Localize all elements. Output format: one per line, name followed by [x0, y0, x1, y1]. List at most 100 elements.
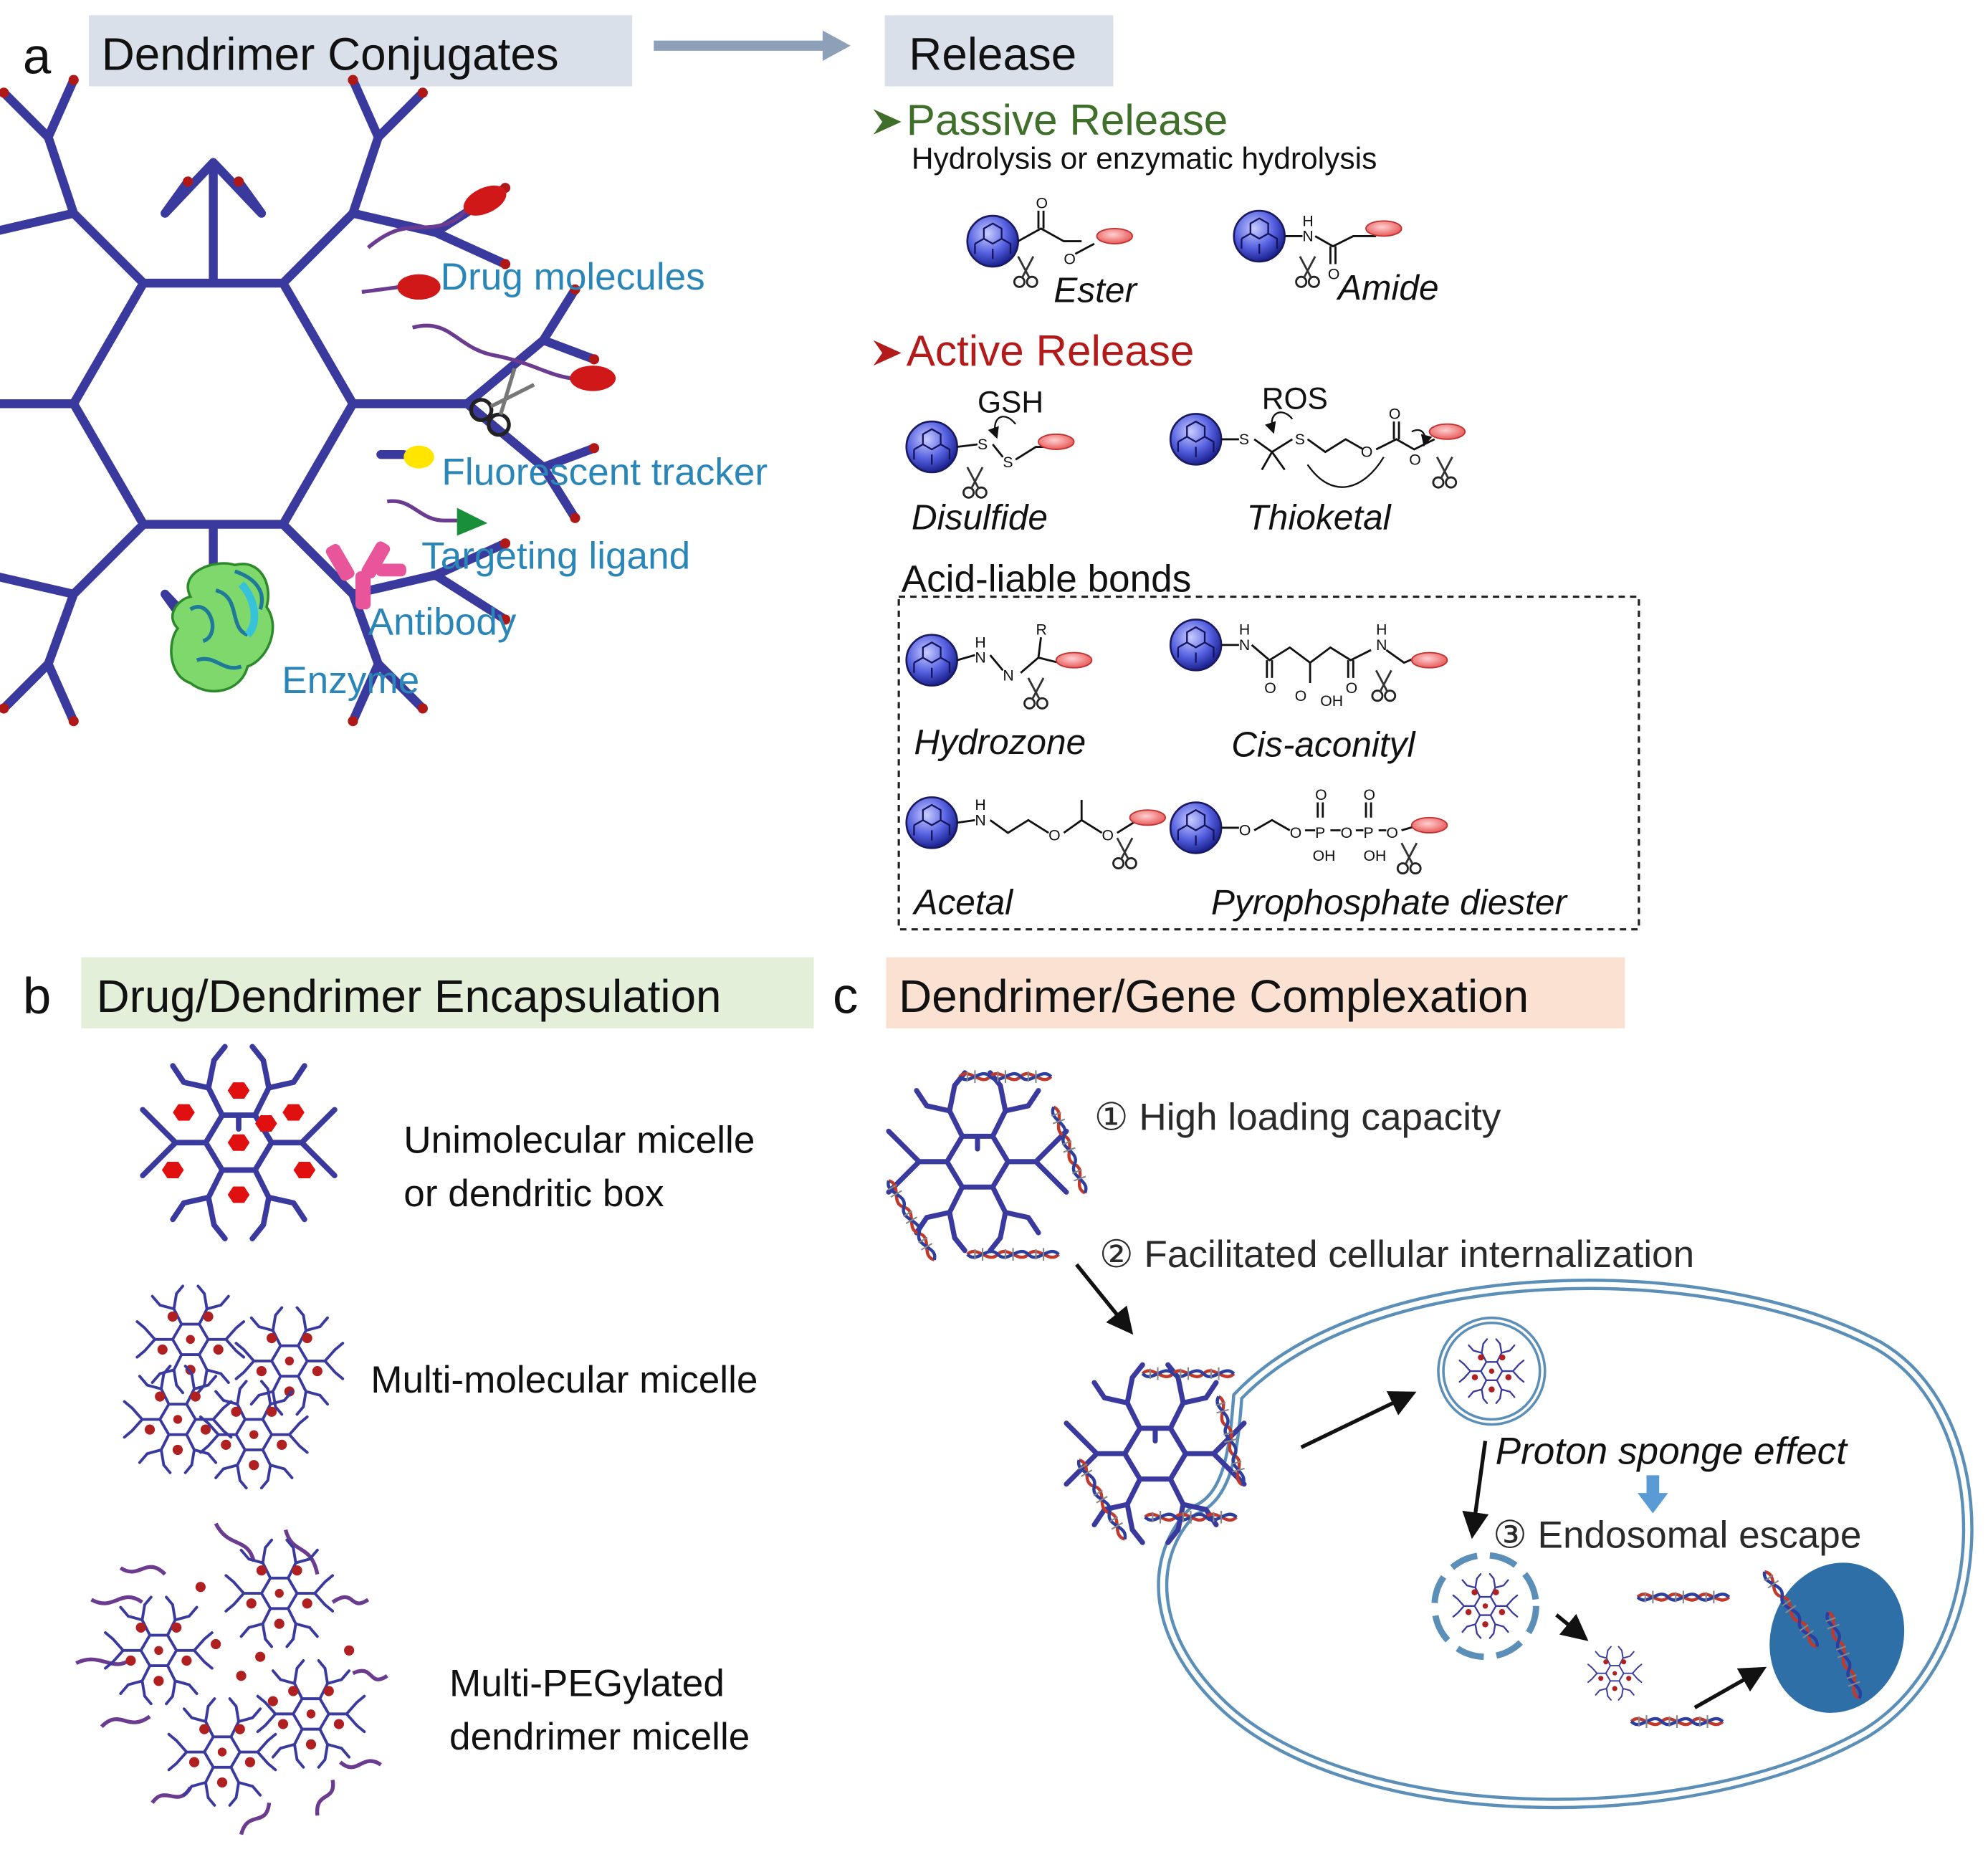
bond-pyrophosphate: Pyrophosphate diester	[1211, 882, 1569, 922]
svg-text:R: R	[1036, 621, 1046, 639]
scissors-icon	[469, 368, 535, 437]
svg-text:O: O	[1346, 679, 1358, 697]
encapsulation-title: Drug/Dendrimer Encapsulation	[97, 970, 722, 1022]
arrow-to-endosome	[1300, 1391, 1417, 1449]
label-enzyme: Enzyme	[282, 659, 419, 702]
bond-hydrazone: Hydrozone	[914, 722, 1086, 762]
acetal-structure: H N O O	[905, 796, 1167, 870]
trigger-ros: ROS	[1262, 382, 1328, 416]
point-internalization: ② Facilitated cellular internalization	[1099, 1233, 1694, 1276]
svg-text:S: S	[1239, 431, 1249, 448]
bond-disulfide: Disulfide	[912, 497, 1048, 538]
svg-text:OH: OH	[1313, 847, 1336, 864]
dendrimer-gene-complex	[883, 1070, 1091, 1263]
svg-text:O: O	[1328, 266, 1340, 283]
svg-text:S: S	[978, 436, 988, 453]
antibody-icon	[325, 541, 406, 610]
svg-text:N: N	[1003, 667, 1013, 684]
svg-text:O: O	[1264, 679, 1276, 697]
conjugates-title: Dendrimer Conjugates	[102, 28, 559, 80]
drug-molecule-2	[397, 274, 441, 300]
cell-membrane	[1157, 1279, 1974, 1810]
label-fluorescent-tracker: Fluorescent tracker	[441, 452, 768, 494]
multi-molecular-micelle	[123, 1284, 345, 1490]
multi-pegylated-micelle	[75, 1522, 388, 1835]
panel-letter-a: a	[23, 29, 52, 85]
proton-sponge-label: Proton sponge effect	[1496, 1430, 1849, 1472]
acid-bonds-box	[897, 595, 1640, 931]
arrow-to-nucleus	[1693, 1666, 1767, 1709]
targeting-ligand	[457, 507, 488, 536]
acid-title: Acid-liable bonds	[902, 558, 1192, 600]
svg-text:N: N	[1376, 636, 1387, 654]
bond-cis-aconityl: Cis-aconityl	[1231, 725, 1416, 765]
svg-text:H: H	[975, 796, 985, 813]
active-bullet-icon	[873, 340, 902, 366]
svg-text:O: O	[1295, 687, 1307, 705]
svg-text:O: O	[1363, 786, 1375, 803]
complexation-header-bg	[886, 957, 1625, 1028]
multi-molecular-label: Multi-molecular micelle	[371, 1359, 758, 1401]
panel-letter-b: b	[23, 968, 51, 1025]
point-escape: ③ Endosomal escape	[1493, 1514, 1861, 1556]
pyrophosphate-structure: O O P O OH O P O OH O	[1169, 786, 1448, 875]
free-dna-2	[1631, 1715, 1723, 1728]
proton-arrow-head	[1638, 1493, 1668, 1514]
svg-text:P: P	[1363, 824, 1373, 841]
svg-text:O: O	[1409, 451, 1421, 468]
unimolecular-label-2: or dendritic box	[403, 1173, 664, 1215]
thioketal-structure: S S O O O	[1169, 406, 1466, 489]
svg-text:N: N	[975, 811, 985, 829]
svg-text:O: O	[1036, 195, 1048, 212]
svg-text:S: S	[1295, 431, 1305, 448]
svg-text:P: P	[1315, 824, 1325, 841]
linker-drug-2	[361, 285, 401, 295]
svg-text:N: N	[1302, 228, 1313, 245]
trigger-gsh: GSH	[978, 386, 1043, 420]
svg-text:O: O	[1239, 822, 1251, 839]
conjugates-header-bg	[88, 15, 633, 87]
pegylated-label-1: Multi-PEGylated	[449, 1663, 725, 1705]
svg-text:OH: OH	[1363, 847, 1386, 864]
svg-text:N: N	[975, 649, 985, 667]
disulfide-structure: S S	[905, 416, 1075, 499]
hydrazone-structure: H N N R	[905, 621, 1093, 710]
ester-structure: O O	[966, 195, 1133, 288]
fluorescent-tracker	[403, 445, 434, 469]
unimolecular-micelle	[143, 1046, 335, 1238]
svg-text:O: O	[1315, 786, 1327, 803]
drug-molecule-3	[570, 366, 616, 391]
bond-thioketal: Thioketal	[1247, 497, 1392, 538]
svg-text:O: O	[1290, 824, 1302, 841]
point-loading: ① High loading capacity	[1094, 1097, 1501, 1139]
arrow-to-cell	[1075, 1263, 1134, 1335]
nucleus	[1769, 1562, 1905, 1713]
svg-text:H: H	[1376, 621, 1387, 639]
panel-letter-c: c	[833, 968, 858, 1025]
free-dna-1	[1638, 1591, 1729, 1604]
header-arrow-head	[822, 30, 851, 62]
svg-text:H: H	[1239, 621, 1250, 639]
arrow-released	[1555, 1613, 1589, 1641]
entering-complex	[1066, 1365, 1248, 1542]
svg-text:O: O	[1341, 824, 1353, 841]
release-header-bg	[884, 15, 1114, 87]
drug-molecule-1	[463, 185, 507, 216]
passive-bullet-icon	[873, 109, 902, 135]
svg-text:S: S	[1003, 454, 1013, 471]
svg-text:N: N	[1239, 636, 1250, 654]
free-dendrimer	[1587, 1646, 1643, 1701]
release-title: Release	[909, 28, 1076, 80]
passive-title: Passive Release	[907, 95, 1228, 144]
bond-acetal: Acetal	[912, 882, 1014, 922]
label-antibody: Antibody	[368, 601, 517, 644]
svg-text:H: H	[975, 634, 985, 651]
label-targeting-ligand: Targeting ligand	[421, 535, 690, 578]
unimolecular-label-1: Unimolecular micelle	[403, 1119, 755, 1161]
passive-subtitle: Hydrolysis or enzymatic hydrolysis	[912, 143, 1377, 176]
label-drug-molecules: Drug molecules	[441, 256, 705, 298]
ruptured-endosome	[1431, 1552, 1539, 1661]
bond-ester: Ester	[1053, 270, 1138, 310]
